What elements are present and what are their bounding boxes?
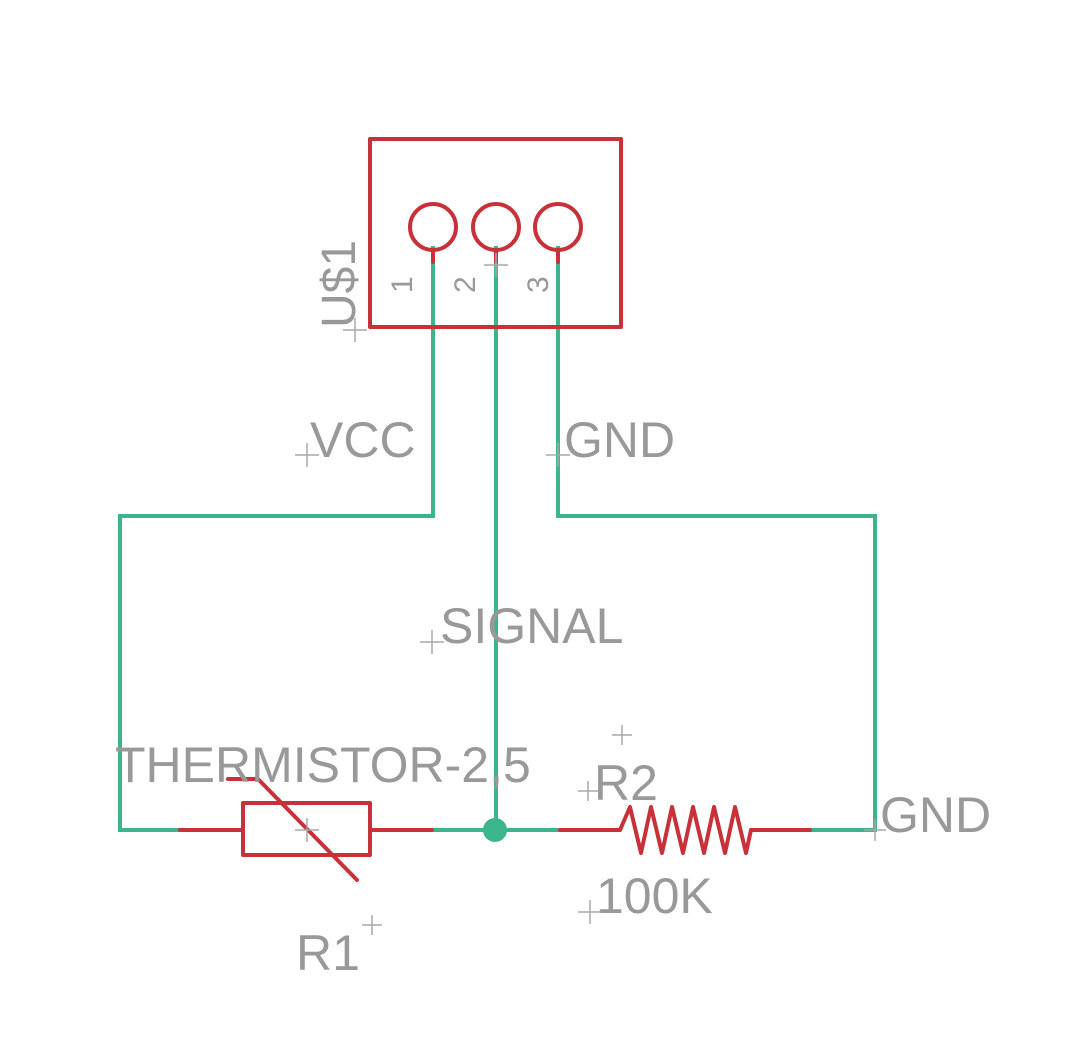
- net-labels: VCC GND SIGNAL GND: [310, 412, 991, 843]
- signal-label-origin-marker: [420, 630, 444, 654]
- gnd-top-label-origin-marker: [546, 443, 570, 467]
- r2-value-label: 100K: [596, 868, 713, 924]
- r2-name-origin-marker: [612, 725, 632, 745]
- vcc-net-label: VCC: [310, 412, 416, 468]
- connector-pin-1-number: 1: [386, 276, 419, 293]
- r2-zigzag: [618, 805, 753, 855]
- r2-value-origin-marker: [578, 900, 602, 924]
- connector-pin-2-number: 2: [449, 276, 482, 293]
- connector-center-marker: [484, 253, 508, 277]
- r1-thermistor-slash: [226, 777, 359, 882]
- r1-center-marker: [295, 818, 319, 842]
- gnd-right-net-label: GND: [880, 787, 991, 843]
- signal-junction-dot: [483, 818, 507, 842]
- r1-name-origin-marker: [362, 915, 382, 935]
- connector-origin-marker: [343, 318, 367, 342]
- r2-name-label: R2: [594, 755, 658, 811]
- r1-name-label: R1: [296, 925, 360, 981]
- connector-pin-3-number: 3: [522, 276, 555, 293]
- signal-net-label: SIGNAL: [440, 598, 623, 654]
- vcc-label-origin-marker: [295, 443, 319, 467]
- resistor-r2[interactable]: [558, 805, 812, 855]
- thermistor-r1[interactable]: [178, 777, 434, 882]
- r1-value-label: THERMISTOR-2,5: [115, 737, 531, 793]
- r2-center-marker: [578, 781, 598, 801]
- vcc-wire[interactable]: [118, 246, 435, 832]
- origin-markers: [295, 253, 886, 935]
- gnd-right-label-origin-marker: [864, 819, 886, 841]
- connector-body: [368, 137, 623, 329]
- gnd-wire[interactable]: [556, 246, 877, 832]
- part-labels: THERMISTOR-2,5 R1 R2 100K: [115, 737, 713, 981]
- gnd-top-net-label: GND: [564, 412, 675, 468]
- connector-name-label: U$1: [313, 240, 366, 328]
- wires: [118, 246, 877, 842]
